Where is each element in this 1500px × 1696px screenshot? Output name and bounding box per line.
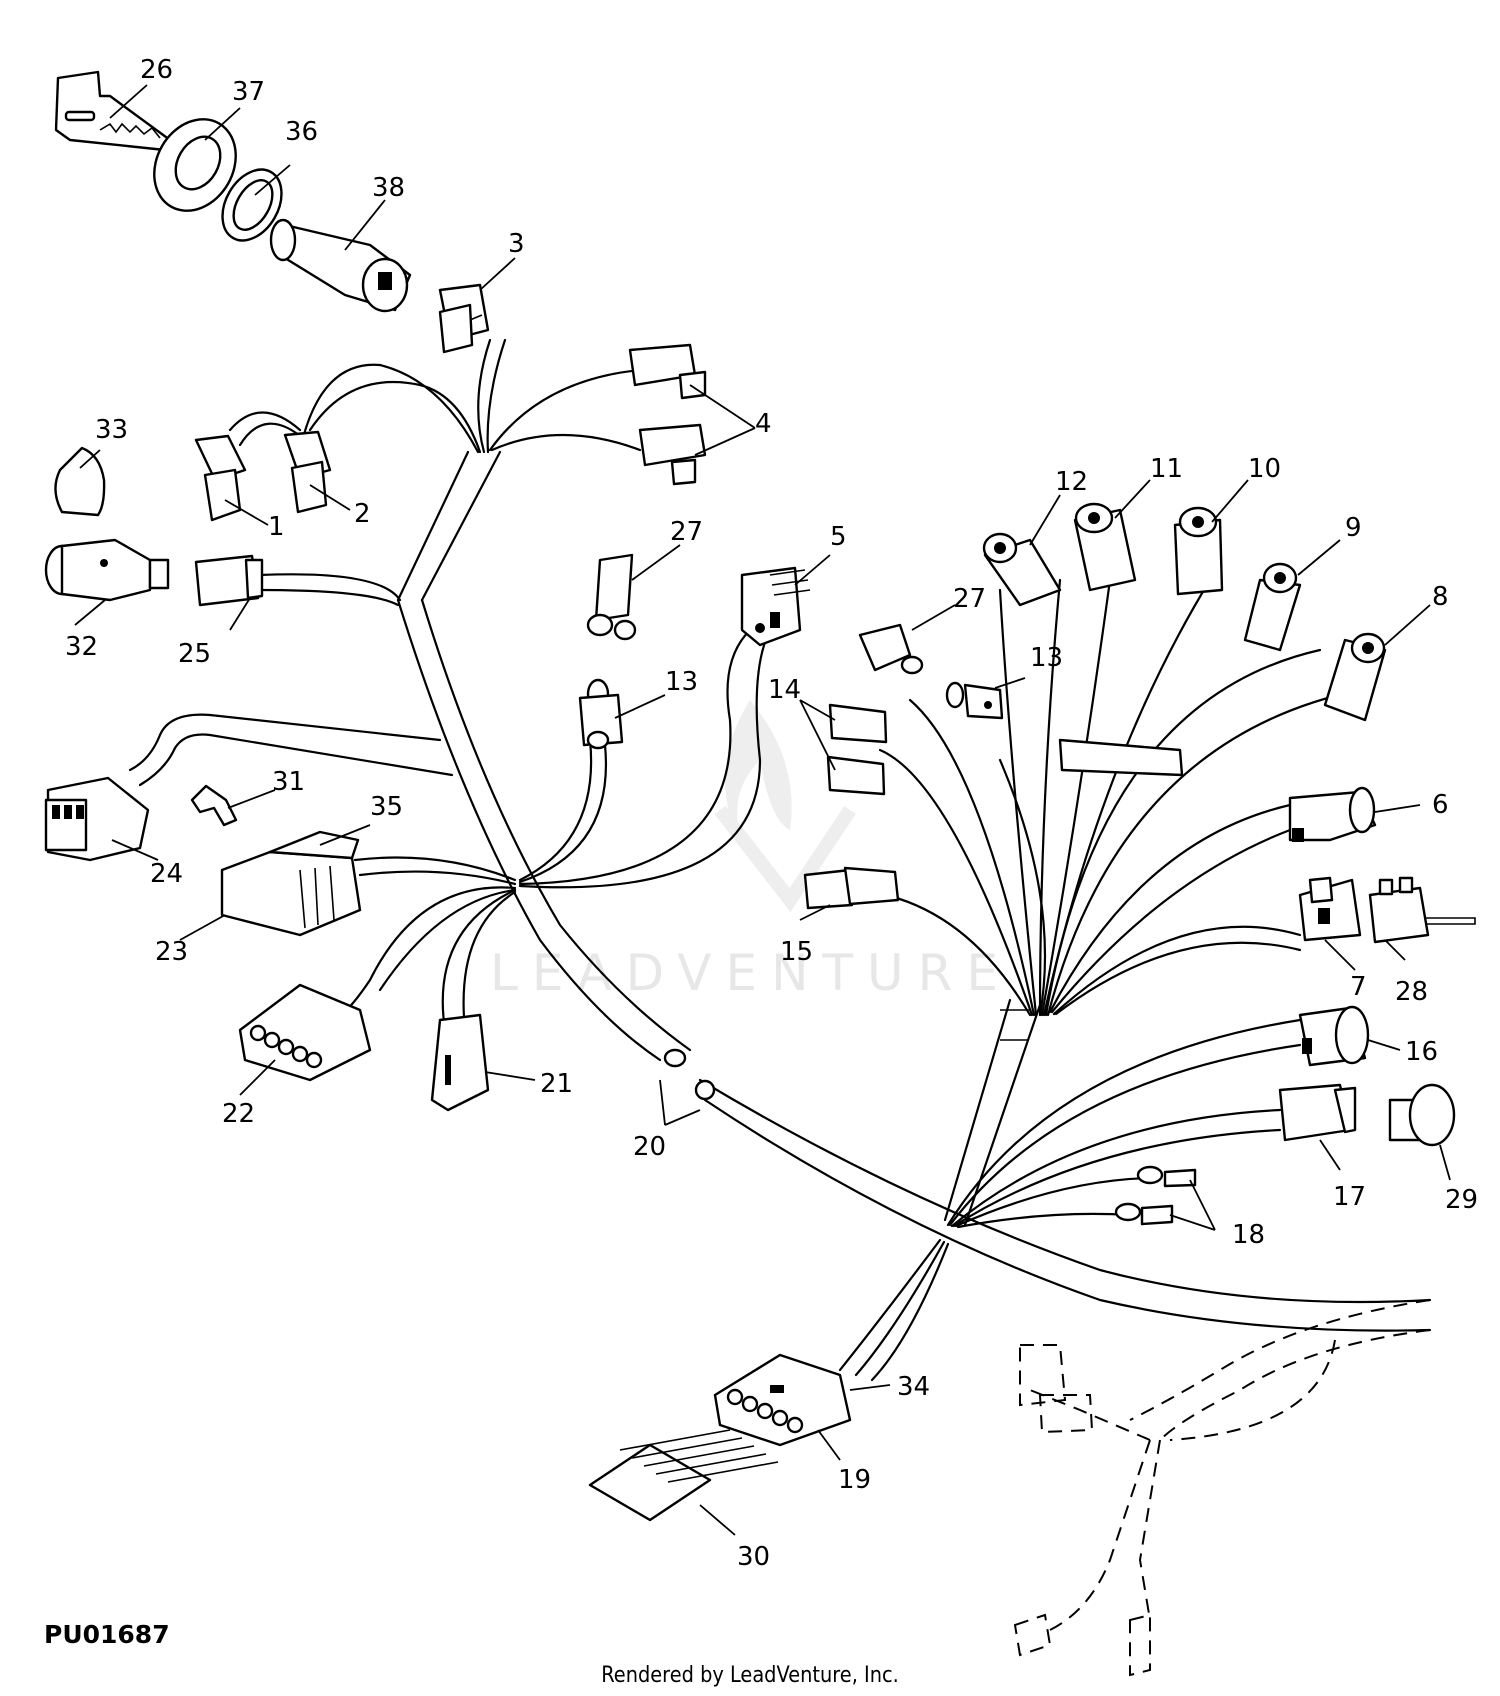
watermark-text: LEADVENTURE xyxy=(490,944,1012,1002)
connector-6-icon xyxy=(1288,786,1377,842)
callout-13a: 13 xyxy=(665,667,698,697)
clip-31-icon xyxy=(190,784,238,827)
callout-6: 6 xyxy=(1432,790,1449,820)
key-icon xyxy=(54,70,172,152)
connector-7-icon xyxy=(1298,876,1362,942)
bulb-socket-10-icon xyxy=(1173,506,1224,596)
right-wires xyxy=(818,578,1362,1382)
connector-13b-icon xyxy=(945,681,1004,720)
bulb-socket-9-icon xyxy=(1243,562,1302,652)
connector-21-icon xyxy=(430,1013,490,1112)
callout-21: 21 xyxy=(540,1069,573,1099)
callout-27a: 27 xyxy=(670,517,703,547)
connector-14-icon xyxy=(826,703,888,796)
ignition-switch-icon xyxy=(269,218,412,313)
callout-28: 28 xyxy=(1395,977,1428,1007)
connector-34-icon xyxy=(713,1353,852,1447)
callout-25: 25 xyxy=(178,639,211,669)
terminal-18-icon xyxy=(1114,1165,1197,1226)
connector-2-icon xyxy=(283,430,332,514)
callout-5: 5 xyxy=(830,522,847,552)
callout-11: 11 xyxy=(1150,454,1183,484)
relay-23-icon xyxy=(220,830,362,937)
connector-16-icon xyxy=(1298,1005,1370,1067)
callout-23: 23 xyxy=(155,937,188,967)
left-lower-wires xyxy=(333,856,517,1032)
connector-30-icon xyxy=(588,1429,779,1522)
callout-4: 4 xyxy=(755,409,772,439)
upper-left-wires xyxy=(228,338,642,607)
callout-30: 30 xyxy=(737,1542,770,1572)
bulb-socket-12-icon xyxy=(982,532,1062,607)
callout-19: 19 xyxy=(838,1465,871,1495)
callout-34: 34 xyxy=(897,1372,930,1402)
credit-line: Rendered by LeadVenture, Inc. xyxy=(601,1663,899,1688)
connector-1-icon xyxy=(194,434,247,522)
callout-27b: 27 xyxy=(953,584,986,614)
callout-14: 14 xyxy=(768,675,801,705)
figure-id: PU01687 xyxy=(44,1620,170,1649)
callout-38: 38 xyxy=(372,173,405,203)
callout-33: 33 xyxy=(95,415,128,445)
callout-8: 8 xyxy=(1432,582,1449,612)
callout-37: 37 xyxy=(232,77,265,107)
callout-1: 1 xyxy=(268,512,285,542)
callout-9: 9 xyxy=(1345,513,1362,543)
callout-24: 24 xyxy=(150,859,183,889)
nut-icon xyxy=(153,118,237,212)
phantom-harness xyxy=(1013,1299,1431,1677)
toggle-switch-28-icon xyxy=(1368,876,1476,944)
connector-5-icon xyxy=(740,566,811,647)
callout-7: 7 xyxy=(1350,972,1367,1002)
callout-35: 35 xyxy=(370,792,403,822)
callout-31: 31 xyxy=(272,767,305,797)
cap-icon xyxy=(54,446,106,517)
washer-icon xyxy=(221,168,283,242)
callout-15: 15 xyxy=(780,937,813,967)
callout-3: 3 xyxy=(508,229,525,259)
bulb-socket-8-icon xyxy=(1323,632,1387,722)
connector-27-icon xyxy=(586,553,637,641)
callout-16: 16 xyxy=(1405,1037,1438,1067)
callout-10: 10 xyxy=(1248,454,1281,484)
callout-2: 2 xyxy=(354,499,371,529)
callout-20: 20 xyxy=(633,1132,666,1162)
callout-18: 18 xyxy=(1232,1220,1265,1250)
callout-17: 17 xyxy=(1333,1182,1366,1212)
connector-4-icon xyxy=(628,343,707,486)
callout-29: 29 xyxy=(1445,1185,1478,1215)
leader-lines xyxy=(74,84,1451,1536)
connector-3-icon xyxy=(438,283,490,354)
connector-17-icon xyxy=(1278,1083,1357,1142)
callouts: 26 37 36 38 3 4 33 1 2 32 25 27 5 13 31 … xyxy=(65,55,1478,1572)
callout-22: 22 xyxy=(222,1099,255,1129)
connector-22-icon xyxy=(238,983,372,1082)
connector-25-icon xyxy=(194,554,264,607)
connector-32-icon xyxy=(44,538,170,602)
callout-13b: 13 xyxy=(1030,643,1063,673)
middle-wires xyxy=(518,628,772,889)
watermark: LEADVENTURE xyxy=(490,700,1012,1002)
callout-36: 36 xyxy=(285,117,318,147)
connector-15-icon xyxy=(803,866,900,910)
callout-26: 26 xyxy=(140,55,173,85)
connector-24-icon xyxy=(44,776,150,862)
connector-13a-icon xyxy=(578,678,624,750)
callout-12: 12 xyxy=(1055,467,1088,497)
bulb-socket-11-icon xyxy=(1073,502,1137,592)
connector-27b-icon xyxy=(858,623,924,675)
button-29-icon xyxy=(1388,1083,1456,1147)
callout-32: 32 xyxy=(65,632,98,662)
